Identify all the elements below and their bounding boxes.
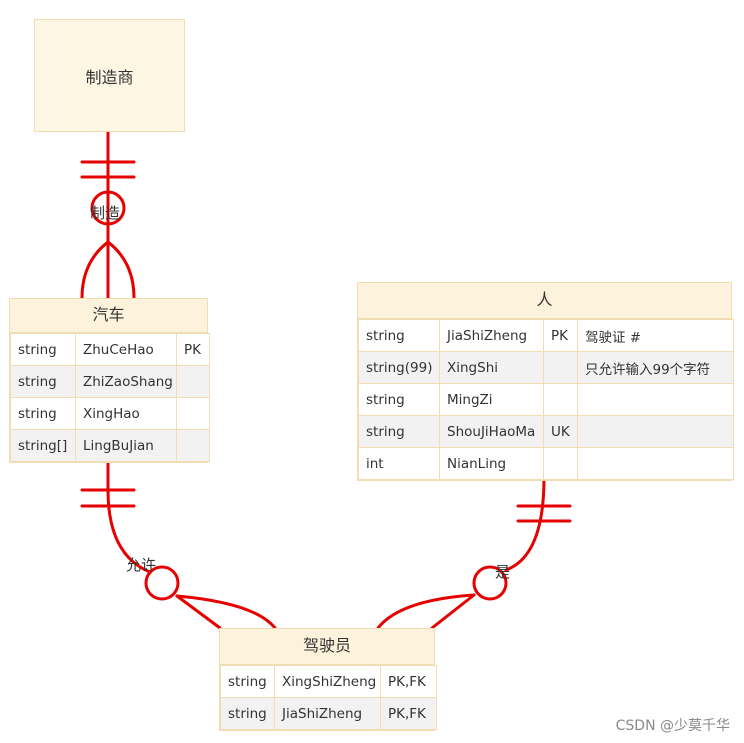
attribute-name: XingShi bbox=[439, 351, 544, 384]
attribute-type: string[] bbox=[10, 429, 76, 462]
attribute-row: string(99)XingShi 只允许输入99个字符 bbox=[358, 351, 734, 384]
attribute-key bbox=[543, 447, 578, 480]
attribute-type: string bbox=[10, 333, 76, 366]
attribute-key bbox=[176, 365, 210, 398]
attribute-comment bbox=[577, 447, 734, 480]
entity-manufacturer-name: 制造商 bbox=[85, 67, 134, 87]
link-person-driver bbox=[376, 476, 572, 630]
attribute-name: ZhuCeHao bbox=[75, 333, 177, 366]
attribute-comment: 只允许输入99个字符 bbox=[577, 351, 734, 384]
attribute-name: JiaShiZheng bbox=[439, 319, 544, 352]
attribute-key bbox=[176, 429, 210, 462]
relationship-label-allows: 允许 bbox=[126, 556, 157, 574]
attribute-type: string bbox=[10, 397, 76, 430]
attribute-name: JiaShiZheng bbox=[274, 697, 381, 730]
relationship-label-is: 是 bbox=[495, 563, 511, 581]
attribute-key: PK,FK bbox=[380, 697, 437, 730]
attribute-type: string bbox=[220, 665, 275, 698]
attribute-name: XingShiZheng bbox=[274, 665, 381, 698]
attribute-name: ZhiZaoShang bbox=[75, 365, 177, 398]
relationship-label-manufactures: 制造 bbox=[90, 204, 121, 222]
attribute-type: string bbox=[358, 383, 440, 416]
attribute-key: PK bbox=[176, 333, 210, 366]
entity-car-name: 汽车 bbox=[10, 299, 207, 333]
attribute-key: UK bbox=[543, 415, 578, 448]
attribute-type: string bbox=[220, 697, 275, 730]
entity-manufacturer[interactable]: 制造商 bbox=[34, 19, 185, 132]
attribute-key: PK bbox=[543, 319, 578, 352]
attribute-key: PK,FK bbox=[380, 665, 437, 698]
attribute-row: string[]LingBuJian bbox=[10, 429, 210, 462]
attribute-type: string bbox=[10, 365, 76, 398]
attribute-type: string(99) bbox=[358, 351, 440, 384]
attribute-name: NianLing bbox=[439, 447, 544, 480]
attribute-key bbox=[543, 383, 578, 416]
attribute-name: LingBuJian bbox=[75, 429, 177, 462]
link-car-driver bbox=[80, 461, 277, 630]
attribute-type: int bbox=[358, 447, 440, 480]
watermark: CSDN @少莫千华 bbox=[615, 718, 730, 734]
attribute-key bbox=[176, 397, 210, 430]
attribute-name: MingZi bbox=[439, 383, 544, 416]
attribute-comment bbox=[577, 383, 734, 416]
attribute-name: XingHao bbox=[75, 397, 177, 430]
attribute-type: string bbox=[358, 319, 440, 352]
entity-person-name: 人 bbox=[358, 283, 731, 319]
entity-driver-name: 驾驶员 bbox=[220, 629, 434, 665]
attribute-comment: 驾驶证 # bbox=[577, 319, 734, 352]
attribute-key bbox=[543, 351, 578, 384]
attribute-type: string bbox=[358, 415, 440, 448]
link-manufacturer-car bbox=[80, 130, 136, 300]
attribute-comment bbox=[577, 415, 734, 448]
attribute-name: ShouJiHaoMa bbox=[439, 415, 544, 448]
